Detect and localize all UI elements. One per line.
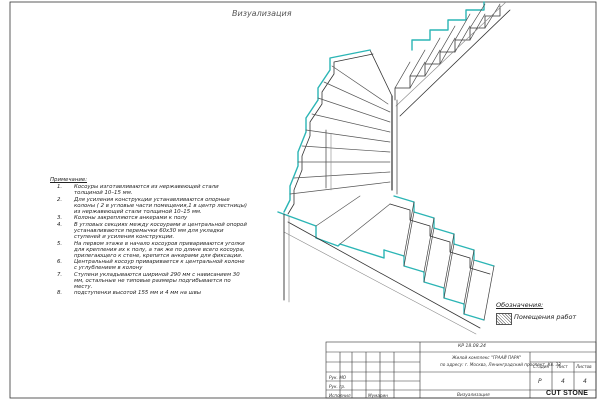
note-text: Ступени укладываются шириной 290 мм с на… <box>74 271 240 290</box>
lower-stringer-bottom <box>287 221 481 329</box>
stage-value: Р <box>538 378 542 385</box>
note-text: подступенки высотой 155 мм и 4 мм на швы <box>74 290 201 297</box>
note-item: 7. Ступени укладываются шириной 290 мм с … <box>32 272 247 290</box>
company-logo: CUT STONE <box>546 390 589 397</box>
note-number: 1. <box>57 184 63 191</box>
title-block-grid <box>325 341 597 399</box>
note-text: Колоны закрепляются анкерами к полу <box>74 215 188 222</box>
note-text: Для усиления конструкции устанавливаются… <box>74 196 248 215</box>
note-item: 2. Для усиления конструкции устанавливают… <box>32 197 247 215</box>
role-row-2: Рук. гр. <box>329 384 346 389</box>
role-row-1: Рук. МО <box>329 375 347 380</box>
staircase-visualization <box>277 1 511 335</box>
winder-outer-stringer <box>283 49 371 213</box>
lower-steps-inner <box>389 203 491 275</box>
lower-treads <box>403 201 495 321</box>
lower-stringer-bottom-2 <box>283 231 477 335</box>
central-column <box>369 49 398 195</box>
note-number: 7. <box>57 271 63 278</box>
lower-steps-back <box>393 195 495 267</box>
sheets-value: 4 <box>583 378 587 385</box>
note-item: 6. Центральный косоур приваривается к цен… <box>32 259 247 271</box>
col-sheet-header: Лист <box>557 364 568 369</box>
col-sheets-header: Листов <box>576 364 592 369</box>
project-line-1: Жилой комплекс "ГРААЙ ПАРК" <box>452 355 522 360</box>
note-item: 8. подступенки высотой 155 мм и 4 мм на ш… <box>32 290 247 296</box>
note-item: 5. На первом этаже в начало косоуров прив… <box>32 241 247 259</box>
drawing-title: Визуализация <box>232 9 292 18</box>
lower-steps-front <box>383 249 485 321</box>
legend-hatch-swatch <box>496 313 512 325</box>
upper-flight <box>394 1 511 117</box>
note-text: На первом этаже в начало косоуров привар… <box>74 240 245 259</box>
note-number: 5. <box>57 240 63 247</box>
col-stage-header: Стадия <box>533 364 550 369</box>
legend-title: Обозначения: <box>496 301 544 309</box>
winder-treads <box>289 65 391 195</box>
note-item: 1. Косоуры изготавливаются из нержавеющей… <box>32 184 247 196</box>
note-item: 4. В угловых секциях между косоурами и це… <box>32 222 247 240</box>
sheet-value: 4 <box>561 378 565 385</box>
role-row-3: Исполнил <box>329 393 351 398</box>
winder-section <box>283 49 391 215</box>
upper-treads <box>394 3 501 89</box>
upper-stringer-underside-2 <box>395 1 507 107</box>
legend-label: Помещения работ <box>514 313 577 321</box>
note-number: 6. <box>57 259 63 266</box>
notes-heading: Примечание: <box>50 177 88 183</box>
project-line-2: по адресу: г. Москва, Ленинградский прос… <box>440 362 561 367</box>
note-text: Центральный косоур приваривается к центр… <box>74 259 245 272</box>
name-row-3: Мумарин <box>368 393 388 398</box>
note-text: Косоуры изготавливаются из нержавеющей с… <box>74 184 219 197</box>
upper-stringer-far <box>411 1 485 51</box>
sheet-bottom-title: Визуализация <box>457 393 490 398</box>
note-item: 3. Колоны закрепляются анкерами к полу <box>32 215 247 221</box>
notes-block: Примечание: 1. Косоуры изготавливаются из… <box>32 177 247 297</box>
project-code: КР 18.08.24 <box>458 344 486 349</box>
winder-outer-edge <box>287 53 374 215</box>
lower-stringer-top <box>277 211 385 259</box>
upper-stringer-underside <box>399 9 511 117</box>
note-number: 4. <box>57 221 63 228</box>
note-text: В угловых секциях между косоурами и цент… <box>74 221 247 241</box>
note-number: 8. <box>57 290 63 297</box>
sheet-frame <box>9 1 597 399</box>
note-number: 2. <box>57 196 63 203</box>
note-number: 3. <box>57 215 63 222</box>
lower-flight <box>277 195 495 335</box>
